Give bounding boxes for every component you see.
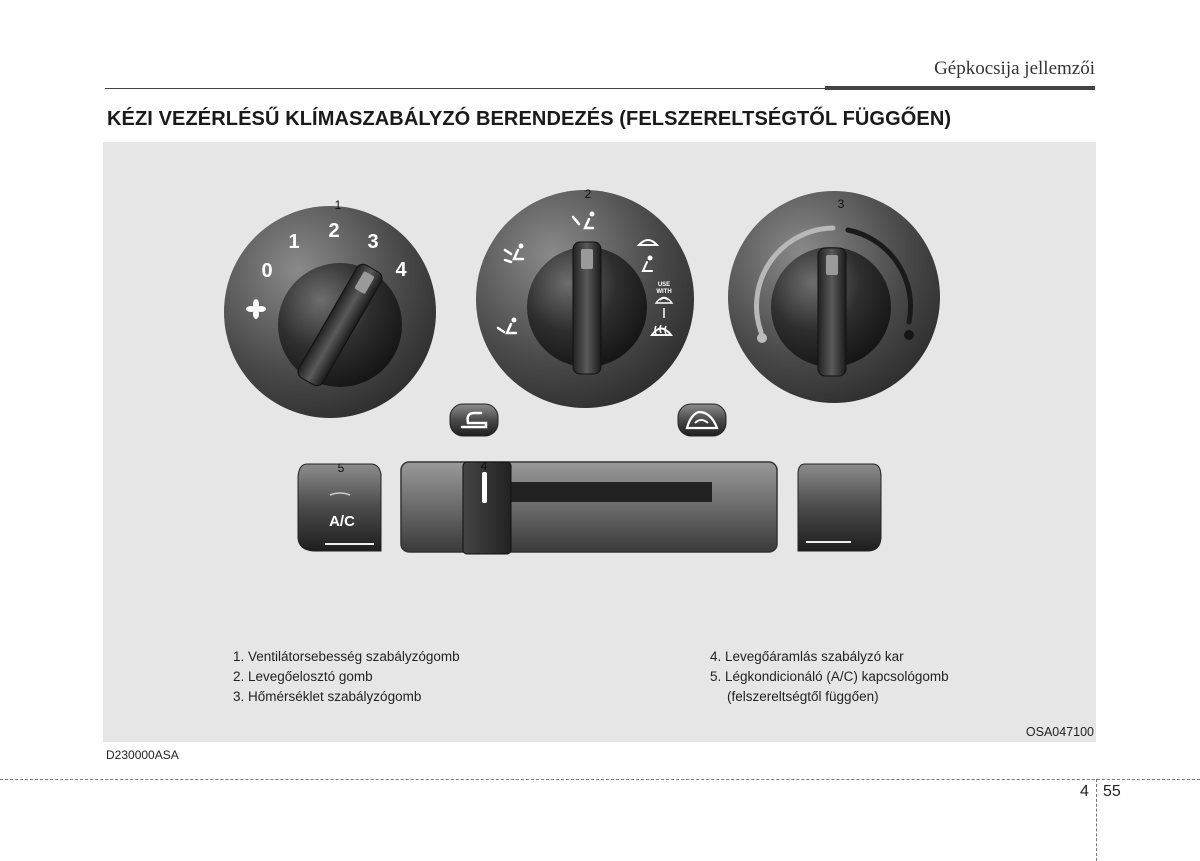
callout-3: 3 [838,197,845,211]
vent-face-icon [571,211,595,230]
footer-dashed-rule [0,779,1200,780]
climate-control-figure: 0 1 2 3 4 [103,142,1096,742]
fresh-air-icon [460,411,488,429]
hot-dot [904,330,914,340]
lever-indicator [482,472,487,503]
hot-scale [845,227,914,325]
callout-5: 5 [338,461,345,475]
cold-dot [757,333,767,343]
slider-track-housing [400,461,778,553]
legend-right: 4. Levegőáramlás szabályzó kar 5. Légkon… [710,647,949,707]
callout-4: 4 [481,459,488,473]
fan-speed-0-label: 0 [261,260,272,282]
ac-button-label: A/C [329,513,355,530]
vent-floor-defrost-icon [636,239,660,272]
fan-speed-3-label: 3 [367,231,378,253]
legend-left: 1. Ventilátorsebesség szabályzógomb 2. L… [233,647,460,707]
chapter-number: 4 [1080,783,1089,800]
cold-scale [754,225,836,335]
temperature-dial[interactable] [728,191,940,403]
footer-vertical-rule [1096,779,1097,861]
ac-indicator-icon [329,492,351,496]
fan-speed-1-label: 1 [288,231,299,253]
defrost-icon [650,324,674,336]
fan-speed-2-label: 2 [328,220,339,242]
mode-knob-handle [572,241,602,375]
legend-item-4: 4. Levegőáramlás szabályzó kar [710,649,904,664]
page-number: 55 [1103,783,1121,800]
right-blank-button[interactable] [797,463,882,552]
section-title: KÉZI VEZÉRLÉSŰ KLÍMASZABÁLYZÓ BERENDEZÉS… [107,108,952,130]
air-distribution-dial[interactable]: USE WITH [476,190,694,408]
callout-2: 2 [585,187,592,201]
fresh-air-button[interactable] [449,403,499,437]
mode-use-label: USE [658,282,670,288]
legend-item-2: 2. Levegőelosztó gomb [233,669,373,684]
temperature-knob-handle [817,247,847,377]
figure-code: OSA047100 [1025,725,1094,739]
recirculation-icon [685,410,719,430]
header-rule [105,88,825,89]
legend-item-5: 5. Légkondicionáló (A/C) kapcsológomb [710,669,949,684]
fan-knob-handle [297,263,383,387]
climate-control-illustration: 0 1 2 3 4 [224,187,940,555]
recirculation-button[interactable] [677,403,727,437]
ac-button[interactable]: A/C [297,463,382,552]
mode-with-label: WITH [656,289,671,295]
legend-item-5-note: (felszereltségtől függően) [727,689,879,704]
reference-code: D230000ASA [106,748,179,762]
callout-1: 1 [335,198,342,212]
fan-speed-dial[interactable]: 0 1 2 3 4 [224,206,436,418]
vent-bilevel-icon [503,243,525,264]
legend-item-1: 1. Ventilátorsebesség szabályzógomb [233,649,460,664]
vent-floor-icon [496,317,518,335]
airflow-lever[interactable] [462,461,512,555]
recirculation-small-icon [654,296,674,304]
fan-icon [246,299,266,319]
header-rule-thick [825,86,1095,90]
page-header-title: Gépkocsija jellemzői [934,58,1095,79]
legend-item-3: 3. Hőmérséklet szabályzógomb [233,689,422,704]
slider-slot [507,482,712,502]
fan-speed-4-label: 4 [395,259,407,281]
airflow-control-slider[interactable] [400,461,778,555]
